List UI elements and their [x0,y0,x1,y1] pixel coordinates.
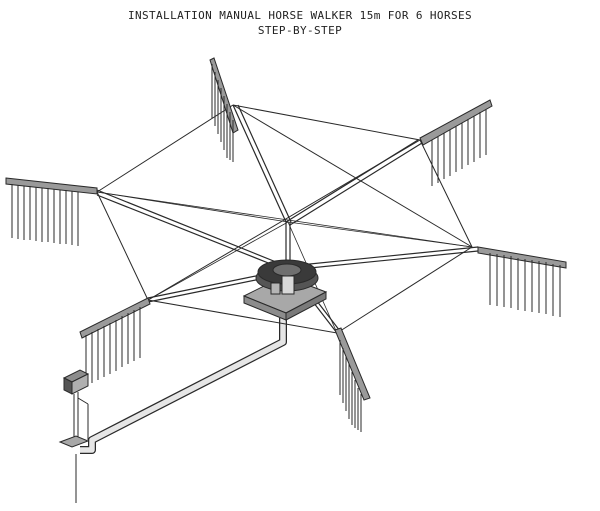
arm-end-beams [5,57,567,401]
page-title: INSTALLATION MANUAL HORSE WALKER 15m FOR… [127,9,473,22]
gate-bottom-left [85,307,141,386]
control-post [58,392,90,503]
gate-bottom-right [339,340,362,432]
control-box [62,369,90,395]
title-block: INSTALLATION MANUAL HORSE WALKER 15m FOR… [0,8,600,38]
hanging-gates [11,64,561,432]
cable-conduit [80,318,287,454]
page-subtitle: STEP-BY-STEP [257,24,343,37]
gate-right-top [431,109,487,186]
gate-right [489,253,561,317]
gate-top [211,64,234,162]
gate-left [11,184,79,246]
center-hub [255,259,319,295]
